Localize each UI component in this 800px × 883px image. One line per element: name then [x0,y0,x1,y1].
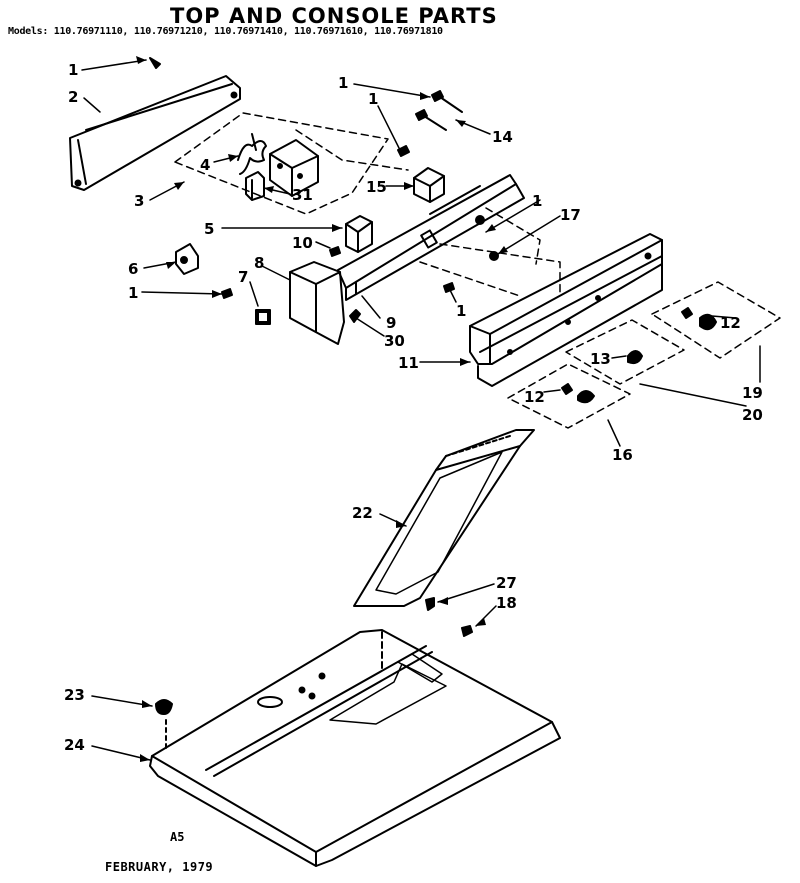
callout-20: 20 [742,406,763,424]
part-7-knob [255,309,271,325]
callout-12: 12 [524,388,545,406]
callout-23: 23 [64,686,85,704]
callout-1: 1 [532,192,542,210]
screw-lower-left [221,288,233,299]
part-31-switch [245,171,265,201]
callout-19: 19 [742,384,763,402]
callout-16: 16 [612,446,633,464]
model-numbers: Models: 110.76971110, 110.76971210, 110.… [8,26,443,37]
callout-17: 17 [560,206,581,224]
callout-12: 12 [720,314,741,332]
arrowheads [136,56,508,762]
publication-date: FEBRUARY, 1979 [105,860,214,874]
diagram-title: TOP AND CONSOLE PARTS [170,4,498,28]
callout-22: 22 [352,504,373,522]
part-3-group-outline [174,112,409,215]
part-18-clip [461,625,473,637]
callout-15: 15 [366,178,387,196]
callout-1: 1 [68,61,78,79]
bracket-guides [419,207,561,297]
part-23-plug [155,699,173,715]
callout-2: 2 [68,88,78,106]
callout-1: 1 [338,74,348,92]
callout-5: 5 [204,220,214,238]
part-22-lint-filter [353,429,535,607]
callout-1: 1 [456,302,466,320]
part-10-screw [329,246,341,257]
part-19-knob-group [651,281,781,359]
callout-1: 1 [368,90,378,108]
callout-1: 1 [128,284,138,302]
callout-18: 18 [496,594,517,612]
part-4-clip [237,133,267,175]
callout-14: 14 [492,128,513,146]
part-11-console-panel [469,233,663,387]
callout-7: 7 [238,268,248,286]
leader-lines [81,59,761,761]
callout-10: 10 [292,234,313,252]
part-5-relay [345,215,373,253]
part-16-knob-group [507,363,631,429]
timer-block [269,139,319,197]
callout-3: 3 [134,192,144,210]
callout-4: 4 [200,156,210,174]
part-20-knob-group [565,319,685,385]
part-27-screw [425,597,435,611]
page-code: A5 [170,830,185,844]
part-15-receptacle [413,167,445,203]
callout-labels: 1 2 1 1 14 4 3 31 15 5 10 8 6 7 1 1 1 17… [64,61,763,754]
callout-9: 9 [386,314,396,332]
part-6-bracket [175,243,199,275]
callout-6: 6 [128,260,138,278]
callout-24: 24 [64,736,85,754]
callout-8: 8 [254,254,264,272]
screw-group-upper [397,90,463,157]
part-24-top-panel [149,629,561,867]
callout-11: 11 [398,354,419,372]
screw-bracket [443,282,455,293]
part-8-control-housing [289,261,345,345]
callout-30: 30 [384,332,405,350]
callout-27: 27 [496,574,517,592]
callout-13: 13 [590,350,611,368]
part-2-trim-panel [69,57,241,191]
callout-31: 31 [292,186,313,204]
part-30-clip [349,309,361,323]
